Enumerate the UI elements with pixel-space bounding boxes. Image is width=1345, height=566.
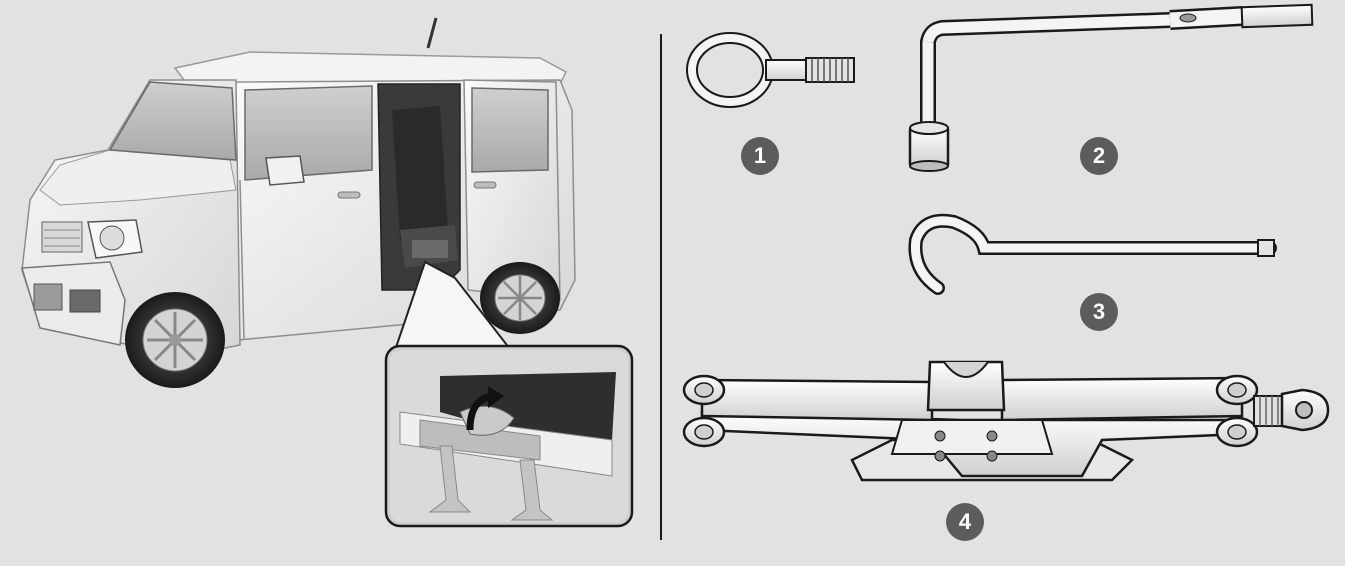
vehicle-illustration: [21, 17, 634, 528]
callout-badge-3: 3: [1080, 293, 1118, 331]
towing-hook: [686, 32, 855, 108]
jack-handle-bar: [908, 213, 1277, 295]
callout-badge-2: 2: [1080, 137, 1118, 175]
callout-badge-4: 4: [946, 503, 984, 541]
tools-illustration: [682, 3, 1330, 482]
jack: [682, 360, 1330, 482]
callout-badge-1: 1: [741, 137, 779, 175]
storage-inset: [384, 344, 634, 528]
wheel-nut-wrench: [908, 3, 1314, 172]
panel-divider: [660, 34, 662, 540]
